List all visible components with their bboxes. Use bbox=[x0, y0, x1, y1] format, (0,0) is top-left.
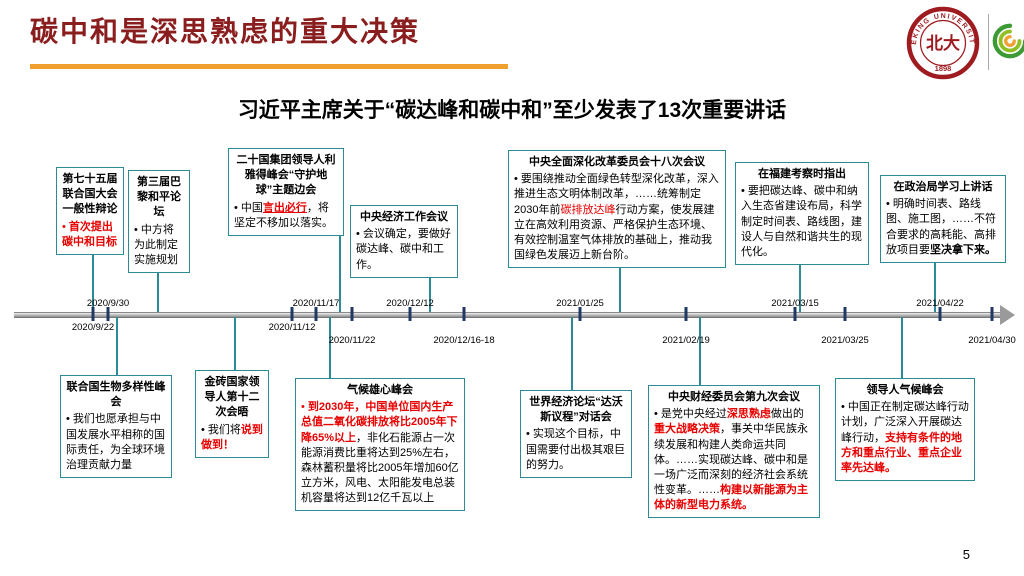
event-box-leaders-climate-summit: 领导人气候峰会 • 中国正在制定碳达峰行动计划，广泛深入开展碳达峰行动，支持有条… bbox=[835, 378, 975, 482]
event-body: • 中方将为此制定实施规划 bbox=[134, 223, 178, 266]
event-body: • 我们将说到做到！ bbox=[201, 423, 263, 451]
event-body: • 中国正在制定碳达峰行动计划，广泛深入开展碳达峰行动，支持有条件的地方和重点行… bbox=[841, 401, 969, 474]
event-title: 世界经济论坛“达沃斯议程”对话会 bbox=[529, 396, 623, 424]
connector-line bbox=[901, 317, 903, 390]
timeline-tick bbox=[290, 307, 294, 321]
connector-line bbox=[116, 317, 118, 387]
timeline-tick bbox=[91, 307, 95, 321]
event-title: 领导人气候峰会 bbox=[866, 384, 944, 396]
connector-line bbox=[329, 317, 331, 390]
connector-line bbox=[934, 220, 936, 312]
event-title: 联合国生物多样性峰会 bbox=[66, 381, 166, 409]
event-box-biodiversity-summit: 联合国生物多样性峰会 • 我们也愿承担与中国发展水平相称的国际责任，为全球环境治… bbox=[60, 375, 172, 479]
page-number: 5 bbox=[962, 547, 970, 562]
event-title: 金砖国家领导人第十二次会晤 bbox=[204, 376, 260, 419]
event-body: • 要把碳达峰、碳中和纳入生态省建设布局，科学制定时间表、路线图，建设人与自然和… bbox=[741, 185, 862, 258]
timeline-tick bbox=[462, 307, 466, 321]
timeline-date: 2021/01/25 bbox=[556, 298, 604, 309]
event-box-central-economic-work-conference: 中央经济工作会议 • 会议确定，要做好碳达峰、碳中和工作。 bbox=[350, 205, 458, 278]
event-box-fujian-inspection: 在福建考察时指出 • 要把碳达峰、碳中和纳入生态省建设布局，科学制定时间表、路线… bbox=[735, 162, 869, 266]
event-box-g20-riyadh-summit: 二十国集团领导人利雅得峰会“守护地球”主题边会 • 中国言出必行，将坚定不移加以… bbox=[228, 148, 344, 236]
event-title: 第三届巴黎和平论坛 bbox=[137, 176, 181, 219]
connector-line bbox=[92, 200, 94, 312]
timeline-tick bbox=[793, 307, 797, 321]
svg-text:1898: 1898 bbox=[935, 64, 952, 73]
timeline-tick bbox=[938, 307, 942, 321]
logo-divider bbox=[988, 14, 989, 70]
event-title: 中央财经委员会第九次会议 bbox=[668, 391, 800, 403]
timeline-date: 2020/12/16-18 bbox=[433, 335, 495, 346]
event-box-finance-committee-9th-meeting: 中央财经委员会第九次会议 • 是党中央经过深思熟虑做出的重大战略决策，事关中华民… bbox=[648, 385, 820, 519]
event-body: • 我们也愿承担与中国发展水平相称的国际责任，为全球环境治理贡献力量 bbox=[66, 413, 165, 471]
page-title: 碳中和是深思熟虑的重大决策 bbox=[30, 15, 421, 48]
timeline-tick bbox=[408, 307, 412, 321]
timeline-tick bbox=[350, 307, 354, 321]
timeline-date: 2021/04/30 bbox=[968, 335, 1016, 346]
connector-line bbox=[234, 317, 236, 382]
timeline-date: 2020/11/22 bbox=[328, 335, 376, 346]
energy-institute-logo bbox=[992, 23, 1024, 59]
event-title: 中央经济工作会议 bbox=[360, 211, 448, 223]
event-body: • 首次提出碳中和目标 bbox=[62, 220, 117, 248]
event-body: • 到2030年，中国单位国内生产总值二氧化碳排放将比2005年下降65%以上，… bbox=[301, 401, 459, 505]
event-body: • 明确时间表、路线图、施工图，……不符合要求的高耗能、高排放项目要坚决拿下来。 bbox=[886, 198, 996, 256]
event-box-un-assembly-75th: 第七十五届联合国大会一般性辩论 • 首次提出碳中和目标 bbox=[56, 167, 124, 255]
connector-line bbox=[571, 317, 573, 402]
timeline-tick bbox=[106, 307, 110, 321]
event-title: 在政治局学习上讲话 bbox=[893, 181, 993, 193]
title-underline bbox=[30, 64, 508, 69]
timeline-tick bbox=[684, 307, 688, 321]
timeline-tick bbox=[578, 307, 582, 321]
svg-text:北大: 北大 bbox=[926, 33, 960, 54]
timeline-date: 2021/02/19 bbox=[662, 335, 710, 346]
timeline-tick bbox=[843, 307, 847, 321]
timeline-date: 2020/12/12 bbox=[386, 298, 434, 309]
timeline-date: 2021/04/22 bbox=[916, 298, 964, 309]
event-title: 气候雄心峰会 bbox=[347, 384, 413, 396]
event-box-climate-ambition-summit: 气候雄心峰会 • 到2030年，中国单位国内生产总值二氧化碳排放将比2005年下… bbox=[295, 378, 465, 512]
timeline-date: 2021/03/25 bbox=[821, 335, 869, 346]
event-box-davos-agenda-dialogue: 世界经济论坛“达沃斯议程”对话会 • 实现这个目标，中国需要付出极其艰巨的努力。 bbox=[520, 390, 632, 478]
timeline-date: 2020/11/17 bbox=[292, 298, 340, 309]
event-title: 二十国集团领导人利雅得峰会“守护地球”主题边会 bbox=[236, 154, 336, 197]
event-body: • 中国言出必行，将坚定不移加以落实。 bbox=[234, 201, 333, 229]
event-box-brics-12th-summit: 金砖国家领导人第十二次会晤 • 我们将说到做到！ bbox=[195, 370, 269, 458]
timeline-tick bbox=[314, 307, 318, 321]
event-title: 第七十五届联合国大会一般性辩论 bbox=[62, 173, 118, 216]
timeline-date: 2020/9/22 bbox=[71, 322, 115, 333]
pku-university-logo: PEKING UNIVERSITY 1898 北大 bbox=[906, 6, 980, 80]
event-body: • 要围绕推动全面绿色转型深化改革，深入推进生态文明体制改革，……统筹制定203… bbox=[514, 173, 719, 262]
event-body: • 会议确定，要做好碳达峰、碳中和工作。 bbox=[356, 228, 451, 271]
event-title: 中央全面深化改革委员会十八次会议 bbox=[529, 156, 705, 168]
timeline-date: 2020/11/12 bbox=[268, 322, 316, 333]
event-box-deepening-reform-18th-meeting: 中央全面深化改革委员会十八次会议 • 要围绕推动全面绿色转型深化改革，深入推进生… bbox=[508, 150, 726, 269]
event-box-politburo-study-session: 在政治局学习上讲话 • 明确时间表、路线图、施工图，……不符合要求的高耗能、高排… bbox=[880, 175, 1006, 263]
timeline-tick bbox=[990, 307, 994, 321]
connector-line bbox=[339, 185, 341, 312]
slide-subtitle: 习近平主席关于“碳达峰和碳中和”至少发表了13次重要讲话 bbox=[237, 99, 787, 122]
timeline-date: 2021/03/15 bbox=[771, 298, 819, 309]
event-body: • 实现这个目标，中国需要付出极其艰巨的努力。 bbox=[526, 428, 625, 471]
timeline-line bbox=[14, 312, 1002, 318]
timeline-date: 2020/9/30 bbox=[86, 298, 130, 309]
event-body: • 是党中央经过深思熟虑做出的重大战略决策，事关中华民族永续发展和构建人类命运共… bbox=[654, 408, 808, 512]
connector-line bbox=[699, 317, 701, 397]
timeline-arrow-icon bbox=[1000, 305, 1015, 325]
event-title: 在福建考察时指出 bbox=[758, 168, 846, 180]
event-box-paris-peace-forum: 第三届巴黎和平论坛 • 中方将为此制定实施规划 bbox=[128, 170, 190, 274]
